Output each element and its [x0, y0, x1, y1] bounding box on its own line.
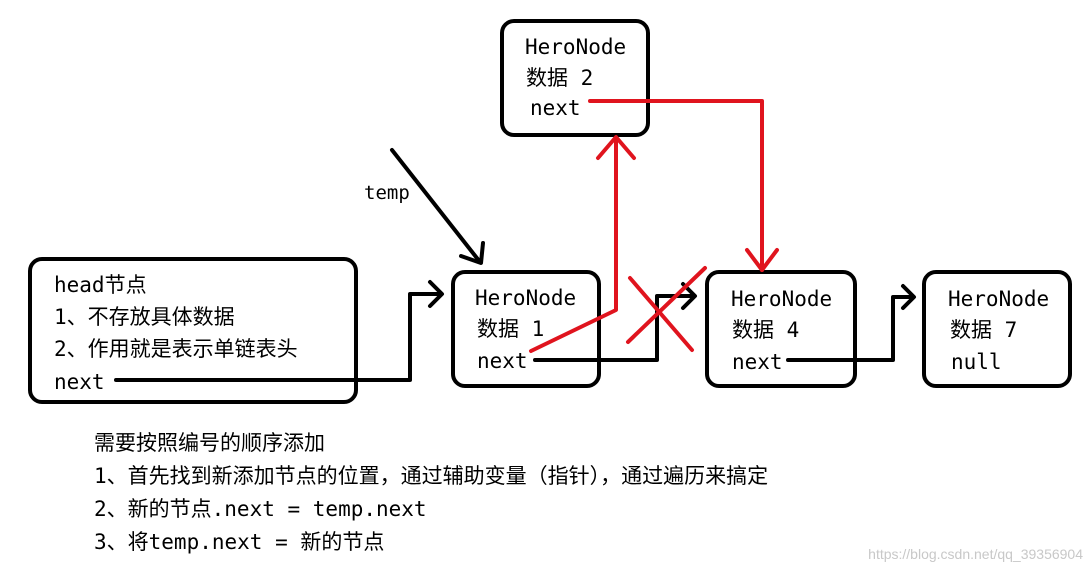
head-node-desc-2: 2、作用就是表示单链表头: [54, 337, 298, 361]
arrowhead-node4-to-node7: [901, 284, 916, 310]
head-node-next: next: [54, 370, 105, 394]
removed-link-cross-1: [628, 276, 694, 352]
notes-step-1: 1、首先找到新添加节点的位置，通过辅助变量（指针），通过遍历来搞定: [94, 464, 769, 488]
arrowhead-head-to-node1: [428, 280, 444, 308]
node-1-next: next: [477, 349, 528, 373]
temp-pointer-arrow: [390, 148, 482, 264]
notes-step-3: 3、将temp.next = 新的节点: [94, 530, 385, 554]
removed-link-cross-2: [626, 266, 707, 344]
node-7-title: HeroNode: [948, 287, 1050, 311]
node-7-next: null: [951, 350, 1002, 374]
head-node-desc-1: 1、不存放具体数据: [54, 305, 235, 329]
arrow-node1-to-node2: [529, 138, 618, 353]
node-7-box: HeroNode 数据 7 null: [922, 270, 1072, 388]
node-7-data: 数据 7: [950, 318, 1018, 342]
head-node-title: head节点: [54, 273, 147, 297]
node-1-data: 数据 1: [477, 317, 545, 341]
temp-label: temp: [364, 182, 410, 204]
notes-step-2: 2、新的节点.next = temp.next: [94, 497, 427, 521]
node-1-title: HeroNode: [475, 286, 577, 310]
arrow-node2-to-node4: [588, 99, 764, 272]
node-2-box: HeroNode 数据 2 next: [500, 19, 650, 137]
notes-title: 需要按照编号的顺序添加: [94, 431, 325, 455]
node-4-title: HeroNode: [731, 287, 833, 311]
node-4-box: HeroNode 数据 4 next: [705, 270, 857, 388]
arrow-head-to-node1: [114, 292, 442, 382]
node-2-title: HeroNode: [525, 35, 627, 59]
arrow-node4-to-node7: [786, 295, 914, 362]
arrowhead-node2-to-node4: [745, 248, 779, 272]
node-2-data: 数据 2: [526, 66, 594, 90]
temp-pointer-arrowhead: [459, 241, 485, 265]
node-4-next: next: [732, 350, 783, 374]
node-2-next: next: [530, 96, 581, 120]
arrowhead-node1-to-node2: [596, 135, 636, 160]
watermark: https://blog.csdn.net/qq_39356904: [868, 546, 1083, 562]
node-4-data: 数据 4: [732, 318, 800, 342]
